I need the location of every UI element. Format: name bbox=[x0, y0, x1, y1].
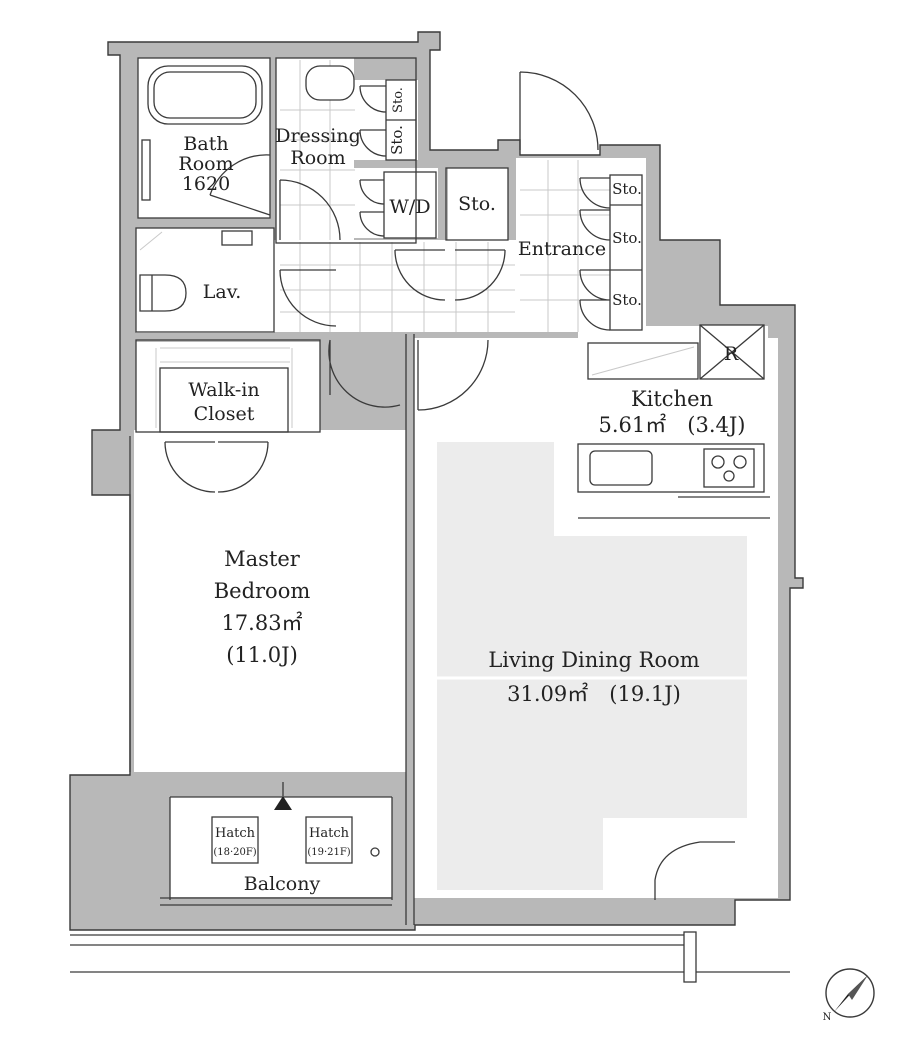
closet-rails bbox=[155, 347, 293, 428]
hatch2-label-1: Hatch bbox=[309, 826, 350, 841]
wd-label: W/D bbox=[389, 196, 430, 218]
master-label-4: (11.0J) bbox=[226, 643, 298, 667]
kitchen-label-1: Kitchen bbox=[631, 387, 713, 411]
hatch2-label-2: (19·21F) bbox=[307, 847, 350, 858]
hatch1-label-1: Hatch bbox=[215, 826, 256, 841]
balcony-label: Balcony bbox=[244, 873, 321, 895]
bath-fixtures bbox=[139, 65, 355, 312]
svg-text:N: N bbox=[823, 1012, 832, 1023]
sto-top2-label: Sto. bbox=[388, 125, 406, 155]
ldk-label-1: Living Dining Room bbox=[488, 648, 699, 672]
room-labels: Bath Room 1620 Dressing Room Sto. Sto. W… bbox=[178, 87, 745, 895]
sto-e3-label: Sto. bbox=[612, 291, 642, 309]
sto-e1-label: Sto. bbox=[612, 180, 642, 198]
triangle-icon bbox=[274, 796, 292, 810]
doors bbox=[164, 71, 735, 900]
tile-grid bbox=[280, 60, 610, 332]
lav-label: Lav. bbox=[203, 281, 241, 303]
kitchen-label-2: 5.61㎡ (3.4J) bbox=[599, 413, 746, 437]
sto-top1-label: Sto. bbox=[391, 87, 406, 113]
bath-label-2: Room bbox=[178, 153, 233, 175]
bath-label-3: 1620 bbox=[182, 173, 230, 195]
refrigerator-label: R bbox=[724, 343, 739, 365]
north-arrow-icon: N bbox=[823, 968, 875, 1023]
partitions bbox=[129, 57, 643, 925]
kitchen-counter bbox=[577, 324, 770, 519]
sto-mid-label: Sto. bbox=[458, 193, 496, 215]
sink bbox=[589, 450, 653, 486]
hatch1-label-2: (18·20F) bbox=[213, 847, 256, 858]
entrance-label: Entrance bbox=[518, 238, 606, 260]
balcony-rail bbox=[70, 816, 790, 983]
ldk-shading bbox=[437, 442, 747, 890]
bath-label-1: Bath bbox=[183, 133, 228, 155]
walkin-label-2: Closet bbox=[194, 403, 255, 425]
sto-e2-label: Sto. bbox=[612, 229, 642, 247]
ldk-label-2: 31.09㎡ (19.1J) bbox=[507, 682, 681, 706]
dressing-label-2: Room bbox=[290, 147, 345, 169]
walkin-label-1: Walk-in bbox=[188, 379, 259, 401]
master-label-1: Master bbox=[224, 547, 301, 571]
master-label-3: 17.83㎡ bbox=[221, 611, 302, 635]
dressing-label-1: Dressing bbox=[275, 125, 361, 147]
master-label-2: Bedroom bbox=[214, 579, 311, 603]
